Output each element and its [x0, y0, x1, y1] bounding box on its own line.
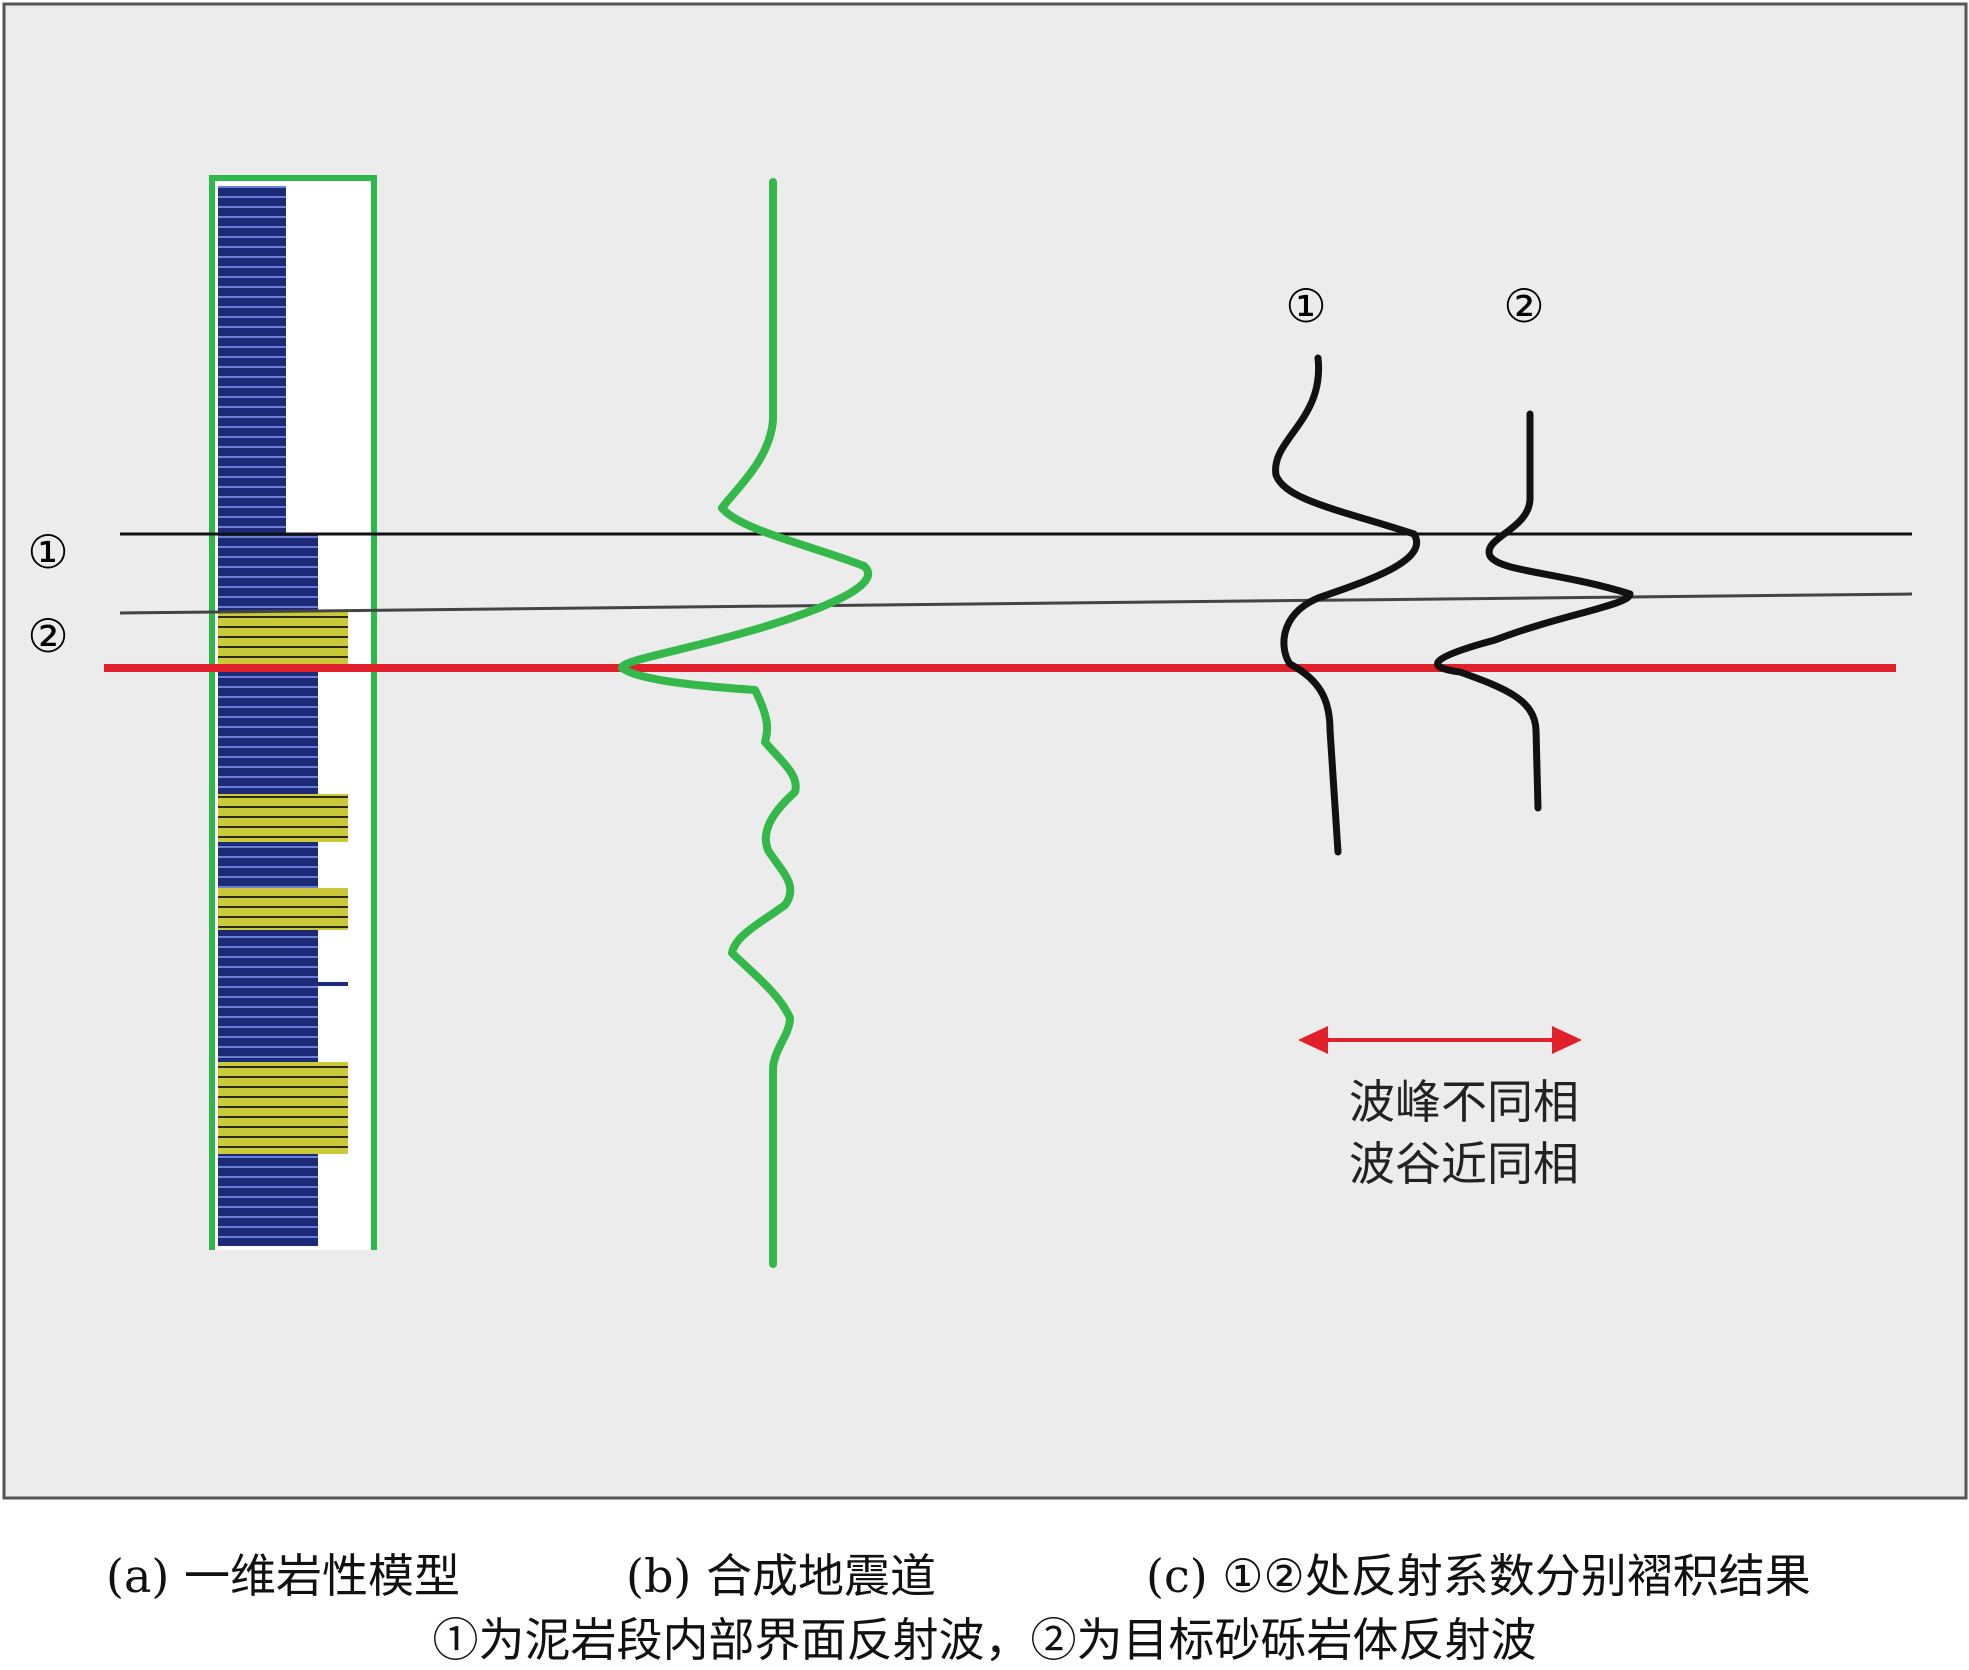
column-border	[209, 175, 377, 1250]
lithology-column	[209, 175, 377, 1250]
wavelet-2	[1434, 410, 1634, 812]
caption-footnote: ①为泥岩段内部界面反射波，②为目标砂砾岩体反射波	[432, 1613, 1537, 1667]
layer-mudstone	[218, 1154, 318, 1246]
arrow-head-left	[1298, 1026, 1328, 1054]
caption-c: (c) ①②处反射系数分别褶积结果	[1146, 1549, 1811, 1603]
wavelet-1	[1272, 354, 1420, 856]
layer-sandstone	[218, 794, 348, 842]
layer-sandstone-target	[218, 612, 348, 668]
layer-mudstone-thin-shale	[218, 982, 348, 986]
layer-mudstone	[218, 986, 318, 1062]
wavelet-1-marker: ①	[1285, 279, 1326, 333]
left-marker-1: ①	[27, 525, 68, 579]
phase-arrow	[1298, 1026, 1582, 1054]
layer-sandstone	[218, 1062, 348, 1154]
layer-mudstone	[218, 930, 318, 986]
caption-a: (a) 一维岩性模型	[106, 1549, 460, 1603]
layer-sandstone	[218, 888, 348, 930]
interface-line-2	[119, 592, 1913, 615]
layer-mudstone	[218, 534, 318, 612]
note-line-1: 波峰不同相	[1349, 1075, 1579, 1129]
arrow-head-right	[1552, 1026, 1582, 1054]
figure-canvas: ① ② ① ② 波峰不同相 波谷近同相	[2, 2, 1968, 1500]
wavelet-2-marker: ②	[1503, 279, 1544, 333]
layer-mudstone	[218, 668, 318, 794]
layer-mudstone	[218, 842, 318, 888]
layer-mudstone	[218, 186, 286, 534]
left-marker-2: ②	[27, 609, 68, 663]
note-line-2: 波谷近同相	[1349, 1137, 1579, 1191]
caption-subfigure-labels: (a) 一维岩性模型 (b) 合成地震道 (c) ①②处反射系数分别褶积结果	[0, 1540, 1969, 1603]
caption-b: (b) 合成地震道	[626, 1549, 936, 1603]
synthetic-trace	[618, 178, 873, 1268]
